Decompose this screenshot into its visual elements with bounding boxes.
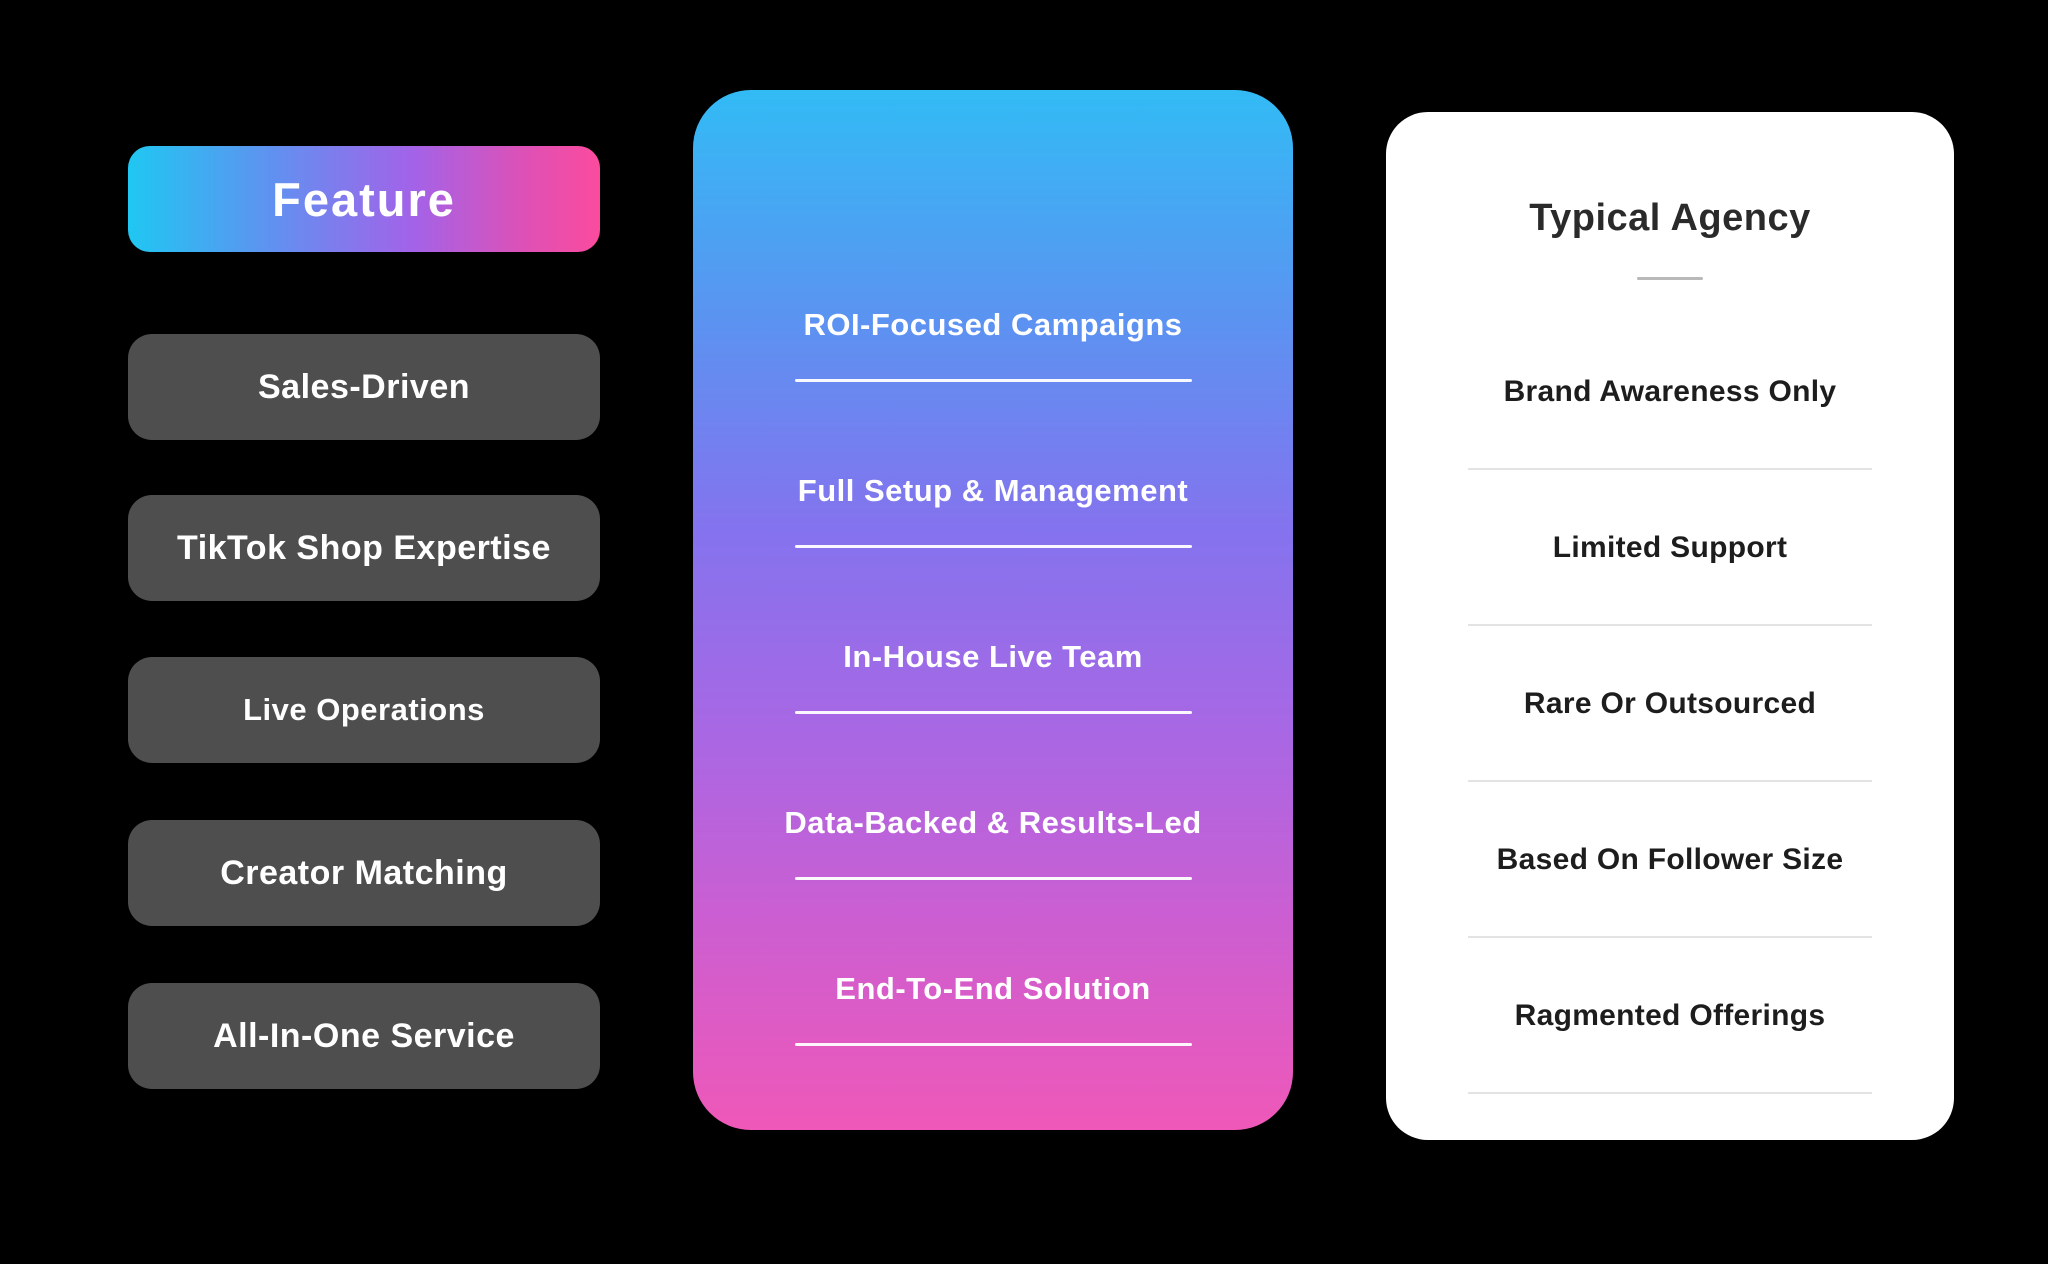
ours-row-underline	[794, 711, 1192, 714]
ours-row-label: Data-Backed & Results-Led	[784, 805, 1202, 840]
feature-pill-label: All-In-One Service	[213, 1016, 515, 1055]
agency-row-label: Based On Follower Size	[1496, 843, 1844, 876]
agency-row-label: Brand Awareness Only	[1503, 375, 1837, 408]
ours-row: Full Setup & Management	[693, 471, 1293, 637]
typical-agency-title-divider	[1637, 277, 1703, 280]
agency-row-divider	[1468, 780, 1872, 782]
typical-agency-title: Typical Agency	[1529, 197, 1811, 239]
ours-row: ROI-Focused Campaigns	[693, 305, 1293, 471]
agency-row-label: Limited Support	[1552, 531, 1788, 564]
feature-column-header: Feature	[128, 146, 600, 252]
feature-pill-live-operations: Live Operations	[128, 657, 600, 763]
agency-row-divider	[1468, 1092, 1872, 1094]
agency-row: Limited Support	[1386, 470, 1954, 626]
feature-pill-tiktok-shop-expertise: TikTok Shop Expertise	[128, 495, 600, 601]
ours-row-underline	[794, 545, 1192, 548]
agency-row: Ragmented Offerings	[1386, 938, 1954, 1094]
feature-header-label: Feature	[272, 172, 456, 226]
ours-column-card: ROI-Focused Campaigns Full Setup & Manag…	[693, 90, 1293, 1130]
ours-row-underline	[794, 1043, 1192, 1046]
feature-pill-sales-driven: Sales-Driven	[128, 334, 600, 440]
feature-pill-all-in-one-service: All-In-One Service	[128, 983, 600, 1089]
ours-row-label: ROI-Focused Campaigns	[803, 307, 1183, 342]
feature-pill-creator-matching: Creator Matching	[128, 820, 600, 926]
agency-row-divider	[1468, 624, 1872, 626]
feature-pill-label: Sales-Driven	[258, 367, 470, 406]
ours-row-underline	[794, 877, 1192, 880]
agency-row-divider	[1468, 936, 1872, 938]
ours-row-label: End-To-End Solution	[835, 971, 1151, 1006]
agency-row: Based On Follower Size	[1386, 782, 1954, 938]
ours-row-label: Full Setup & Management	[797, 473, 1189, 508]
agency-row-label: Rare Or Outsourced	[1523, 687, 1817, 720]
ours-row-label: In-House Live Team	[843, 639, 1143, 674]
feature-pill-label: TikTok Shop Expertise	[177, 528, 551, 567]
ours-row-underline	[794, 379, 1192, 382]
agency-row-divider	[1468, 468, 1872, 470]
typical-agency-card: Typical Agency Brand Awareness Only Limi…	[1386, 112, 1954, 1140]
agency-row: Brand Awareness Only	[1386, 314, 1954, 470]
agency-row-label: Ragmented Offerings	[1514, 999, 1826, 1032]
feature-pill-label: Live Operations	[243, 692, 485, 727]
agency-row: Rare Or Outsourced	[1386, 626, 1954, 782]
feature-pill-label: Creator Matching	[220, 853, 508, 892]
ours-row: End-To-End Solution	[693, 969, 1293, 1135]
ours-row: Data-Backed & Results-Led	[693, 803, 1293, 969]
typical-agency-rows: Brand Awareness Only Limited Support Rar…	[1386, 314, 1954, 1094]
ours-row: In-House Live Team	[693, 637, 1293, 803]
